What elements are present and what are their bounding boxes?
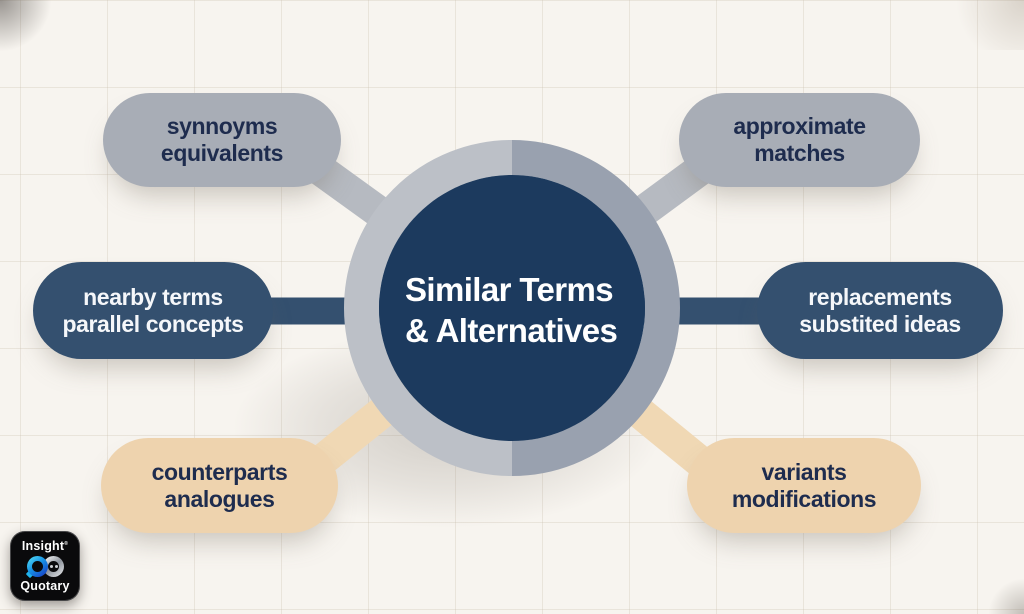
center-title-line1: Similar Terms (405, 271, 614, 309)
node-label: nearby terms (83, 283, 223, 310)
center-title: Similar Terms & Alternatives (379, 175, 645, 441)
node-label: substited ideas (799, 310, 961, 337)
node-label: modifications (731, 485, 877, 512)
center-circle (379, 175, 645, 441)
logo-insight-word: Insight (21, 539, 65, 553)
infinity-left-loop (26, 556, 48, 577)
loop-dot (49, 565, 53, 568)
center-ring-right-half (511, 140, 680, 476)
node-middle-left: nearby terms parallel concepts (33, 262, 273, 359)
center-ring-left-half (344, 140, 513, 476)
node-bottom-left: counterparts analogues (101, 438, 338, 533)
node-top-left: synnoyms equivalents (103, 93, 341, 187)
brand-logo: Insight® Quotary (10, 531, 80, 601)
node-label: analogues (164, 485, 275, 512)
node-bottom-right: variants modifications (687, 438, 921, 533)
node-label: approximate (733, 113, 866, 140)
node-label: parallel concepts (62, 310, 244, 337)
logo-insight-text: Insight® (22, 540, 68, 553)
node-top-right: approximate matches (679, 93, 920, 187)
node-label: counterparts (151, 458, 288, 485)
infinity-icon (25, 556, 64, 578)
registered-mark: ® (64, 540, 69, 547)
node-label: variants (761, 458, 847, 485)
loop-dot (54, 565, 58, 568)
infinity-right-loop (42, 556, 64, 577)
node-label: equivalents (160, 140, 284, 166)
node-label: synnoyms (166, 113, 278, 140)
node-middle-right: replacements substited ideas (757, 262, 1003, 359)
logo-quotary-text: Quotary (20, 578, 70, 593)
node-label: replacements (808, 283, 952, 310)
center-title-line2: & Alternatives (405, 312, 618, 349)
node-label: matches (754, 140, 845, 166)
